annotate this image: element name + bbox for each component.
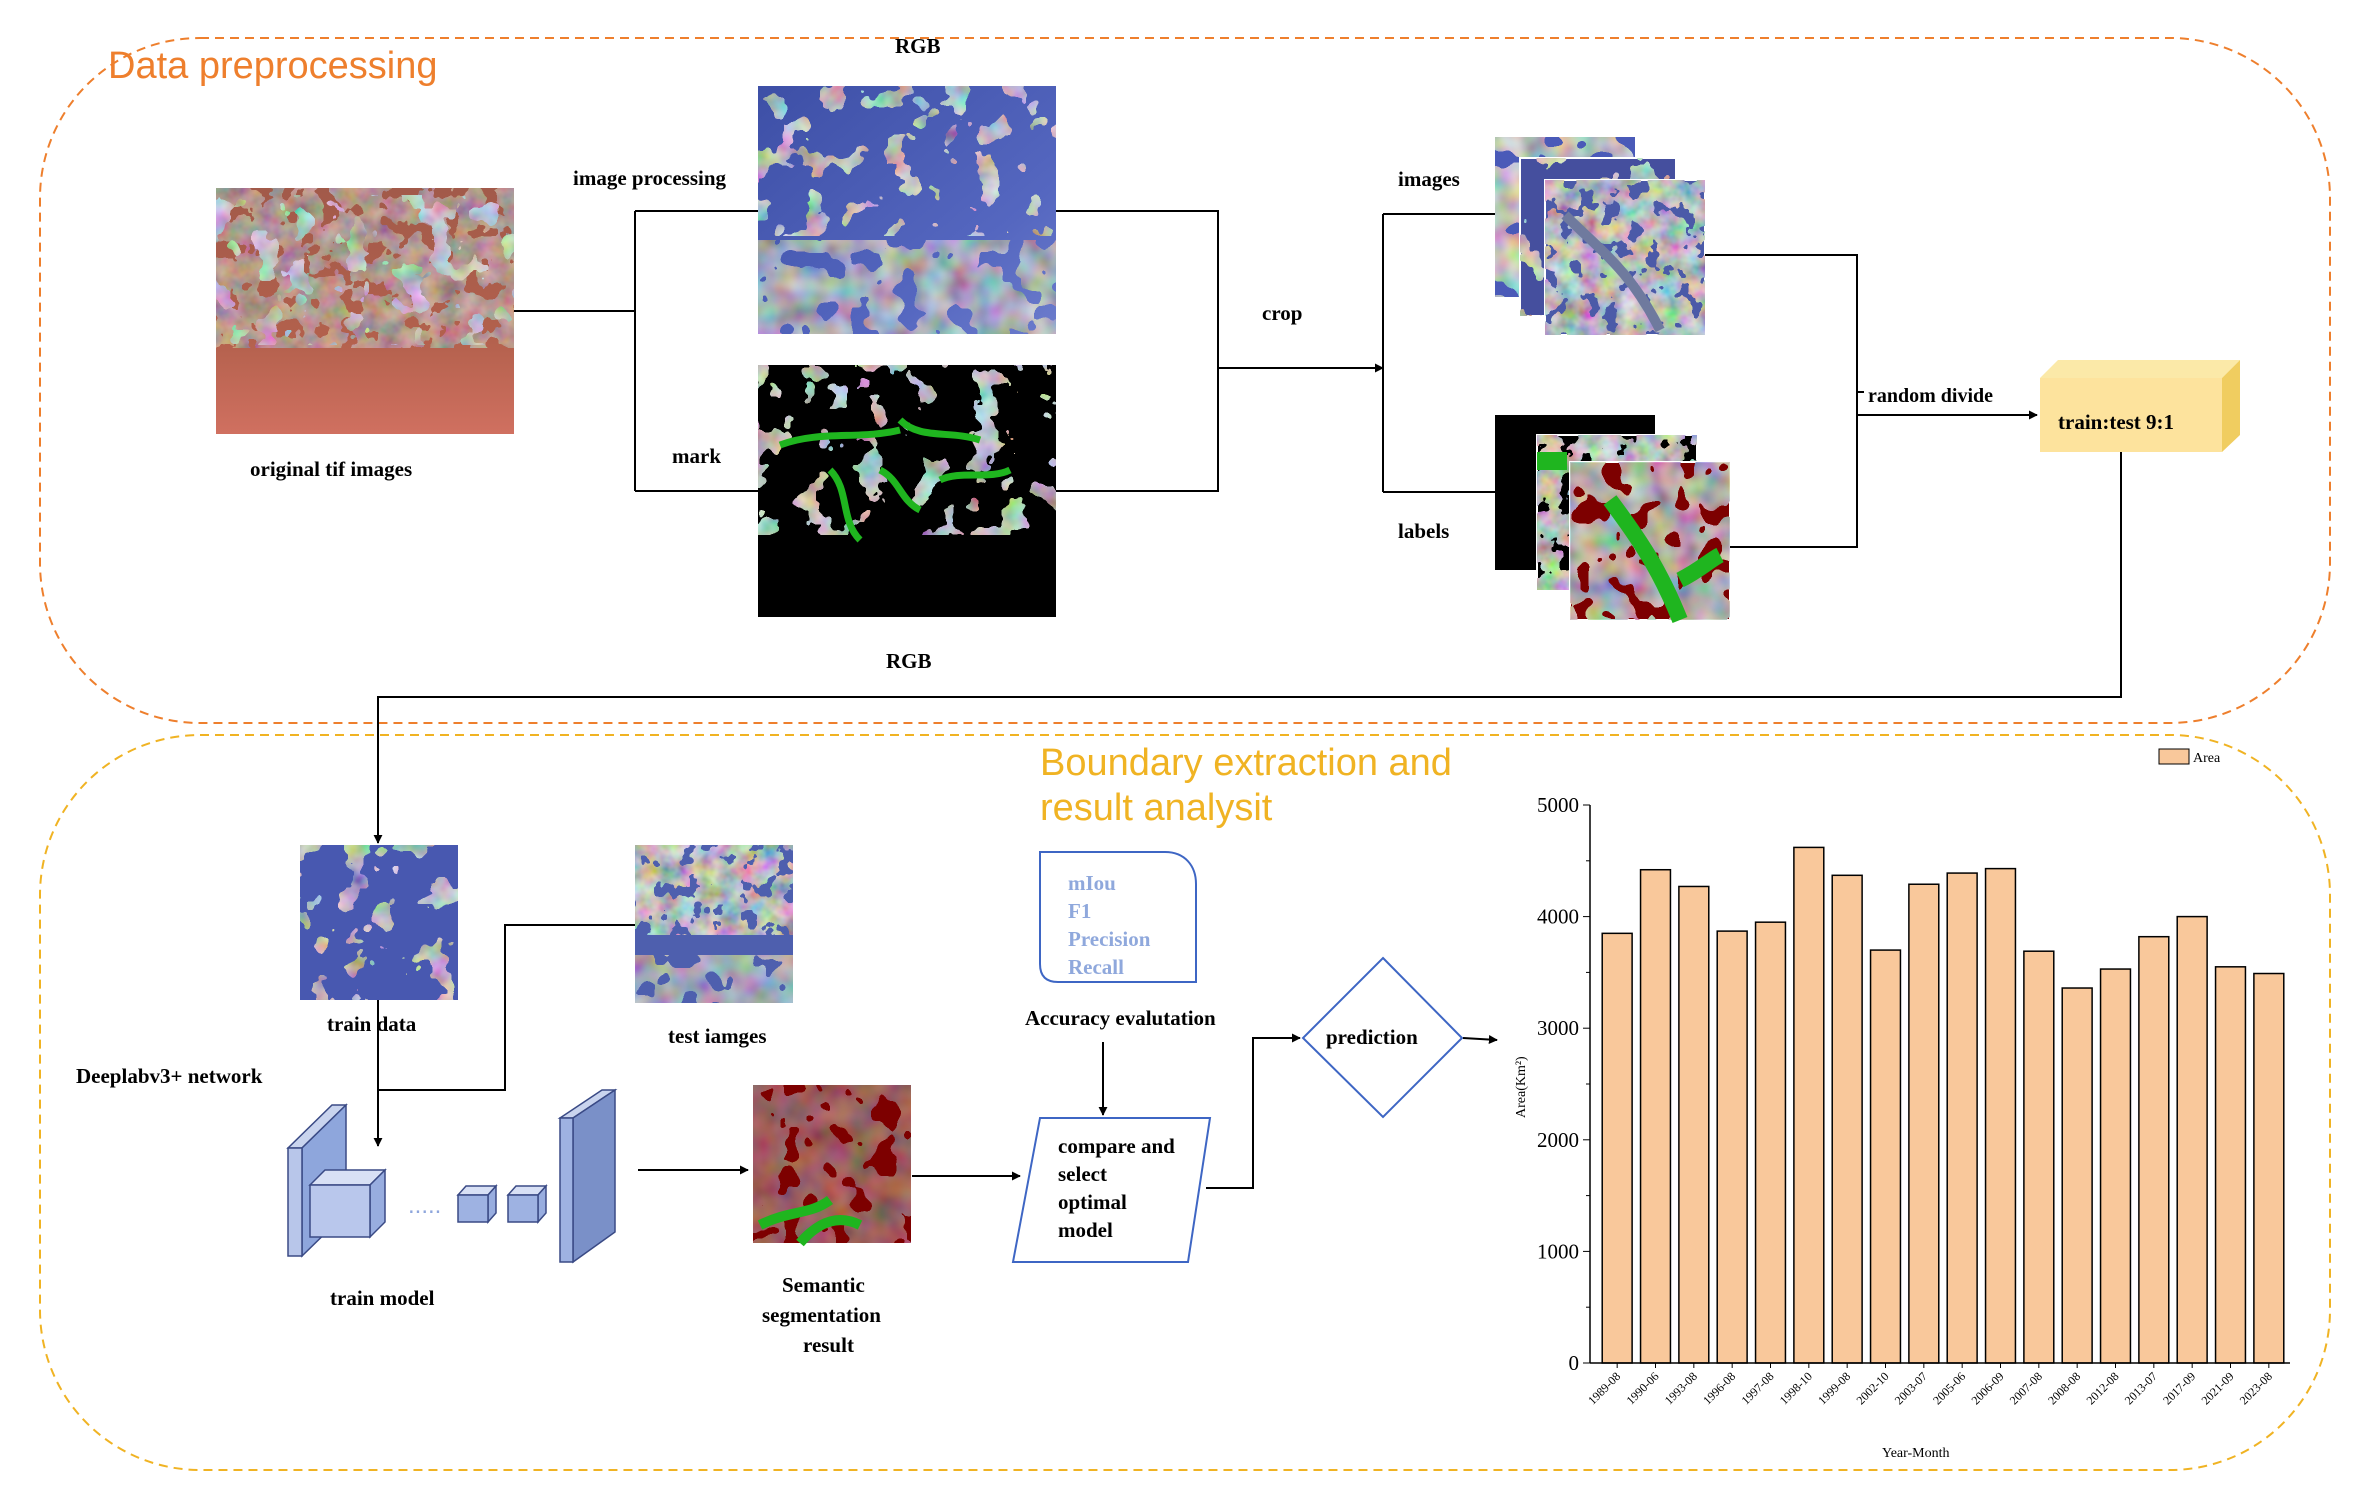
- chart-x-tick-label: 2013-07: [2122, 1369, 2160, 1407]
- chart-legend: Area: [2158, 748, 2221, 766]
- compare-line1: compare and: [1058, 1134, 1175, 1158]
- chart-y-tick-label: 1000: [1537, 1239, 1579, 1263]
- chart-x-tick-label: 1993-08: [1662, 1369, 1700, 1407]
- chart-x-tick-label: 1999-08: [1815, 1369, 1853, 1407]
- chart-x-tick-label: 2017-09: [2160, 1369, 2198, 1407]
- prediction-diamond: [1301, 956, 1464, 1119]
- rgb-mark-image: [758, 365, 1056, 617]
- chart-bar-1990-06: [1639, 868, 1672, 1364]
- accuracy-evaluation-label: Accuracy evalutation: [1025, 1006, 1216, 1030]
- deeplab-network-label: Deeplabv3+ network: [76, 1064, 263, 1088]
- chart-x-title: Year-Month: [1882, 1446, 1950, 1461]
- chart-bar-2002-10: [1869, 949, 1902, 1364]
- chart-y-tick-label: 5000: [1537, 793, 1579, 817]
- chart-bar-2003-07: [1908, 883, 1940, 1364]
- train-test-box: [2040, 360, 2240, 452]
- random-divide-label: random divide: [1868, 385, 1993, 407]
- metrics-box: [1039, 851, 1197, 983]
- chart-bar-2013-07: [2138, 935, 2170, 1364]
- semantic-label-line1: Semantic: [782, 1273, 865, 1297]
- train-test-label: train:test 9:1: [2058, 410, 2174, 434]
- boundary-extraction-title: Boundary extraction and: [1040, 742, 1452, 784]
- chart-x-tick-label: 2021-09: [2198, 1369, 2236, 1407]
- chart-bar-2021-09: [2214, 966, 2247, 1364]
- chart-bar-2012-08: [2099, 968, 2132, 1364]
- chart-bar-2007-08: [2023, 950, 2055, 1364]
- original-tif-label: original tif images: [250, 457, 412, 481]
- train-data-label: train data: [327, 1012, 417, 1036]
- chart-x-tick-label: 2008-08: [2045, 1369, 2083, 1407]
- data-preprocessing-title: Data preprocessing: [108, 45, 438, 87]
- crop-label: crop: [1262, 301, 1302, 325]
- images-label: images: [1398, 167, 1460, 191]
- chart-x-tick-label: 1997-08: [1738, 1369, 1776, 1407]
- boundary-extraction-title-line2: result analysit: [1040, 787, 1273, 829]
- chart-bar-2017-09: [2176, 915, 2208, 1364]
- chart-bar-1997-08: [1754, 921, 1787, 1364]
- chart-y-tick-label: 2000: [1537, 1128, 1579, 1152]
- metric-f1: F1: [1068, 899, 1091, 923]
- chart-x-tick-label: 1998-10: [1777, 1369, 1815, 1407]
- chart-bar-2006-09: [1984, 867, 2017, 1364]
- preprocessing-connectors: [373, 210, 2122, 844]
- chart-bar-1996-08: [1716, 930, 1748, 1364]
- compare-select-box: [1011, 1117, 1212, 1263]
- test-images-label: test iamges: [668, 1024, 767, 1048]
- metric-recall: Recall: [1068, 955, 1124, 979]
- mark-label: mark: [672, 444, 721, 468]
- cropped-labels-stack: [1495, 415, 1731, 623]
- chart-bar-1993-08: [1678, 885, 1710, 1364]
- metric-precision: Precision: [1068, 927, 1151, 951]
- chart-bar-1989-08: [1601, 932, 1633, 1364]
- chart-x-tick-label: 1996-08: [1700, 1369, 1738, 1407]
- chart-bar-2023-08: [2253, 972, 2285, 1364]
- chart-bar-1999-08: [1831, 874, 1863, 1364]
- prediction-label: prediction: [1326, 1025, 1418, 1049]
- metric-miou: mIou: [1068, 871, 1116, 895]
- compare-line2: select: [1058, 1162, 1107, 1186]
- analysis-connectors: [373, 924, 1498, 1189]
- semantic-label-line3: result: [803, 1333, 854, 1357]
- rgb-bottom-label: RGB: [886, 649, 932, 673]
- compare-line3: optimal: [1058, 1190, 1127, 1214]
- chart-y-tick-label: 0: [1569, 1351, 1580, 1375]
- original-tif-image: [216, 188, 514, 434]
- test-images-image: [635, 845, 793, 1003]
- boundary-extraction-frame: [39, 734, 2331, 1471]
- semantic-segmentation-image: [753, 1085, 911, 1247]
- chart-x-tick-label: 2007-08: [2007, 1369, 2045, 1407]
- chart-x-tick-label: 2005-06: [1930, 1369, 1968, 1407]
- rgb-top-label: RGB: [895, 34, 941, 58]
- data-preprocessing-frame: [39, 37, 2331, 724]
- labels-label: labels: [1398, 519, 1449, 543]
- chart-x-tick-label: 2012-08: [2083, 1369, 2121, 1407]
- chart-legend-label: Area: [2193, 751, 2221, 766]
- semantic-label-line2: segmentation: [762, 1303, 881, 1327]
- chart-bar-2008-08: [2061, 987, 2093, 1364]
- chart-bar-1998-10: [1793, 846, 1825, 1364]
- network-diagram: [286, 1088, 618, 1264]
- chart-bar-2005-06: [1946, 872, 1978, 1364]
- network-dots: .....: [408, 1192, 441, 1219]
- chart-x-tick-label: 1989-08: [1585, 1369, 1623, 1407]
- chart-x-tick-label: 2003-07: [1892, 1369, 1930, 1407]
- chart-y-title: Area(Km²): [1514, 1056, 1529, 1118]
- chart-x-tick-label: 2023-08: [2237, 1369, 2275, 1407]
- cropped-images-stack: [1495, 137, 1706, 336]
- chart-y-tick-label: 4000: [1537, 905, 1579, 929]
- train-data-image: [300, 845, 458, 1000]
- chart-y-tick-label: 3000: [1537, 1016, 1579, 1040]
- chart-x-tick-label: 2006-09: [1968, 1369, 2006, 1407]
- chart-x-tick-label: 2002-10: [1853, 1369, 1891, 1407]
- image-processing-label: image processing: [573, 166, 727, 190]
- rgb-processed-image: [758, 86, 1056, 334]
- train-model-label: train model: [330, 1286, 435, 1310]
- compare-line4: model: [1058, 1218, 1113, 1242]
- chart-x-tick-label: 1990-06: [1623, 1369, 1661, 1407]
